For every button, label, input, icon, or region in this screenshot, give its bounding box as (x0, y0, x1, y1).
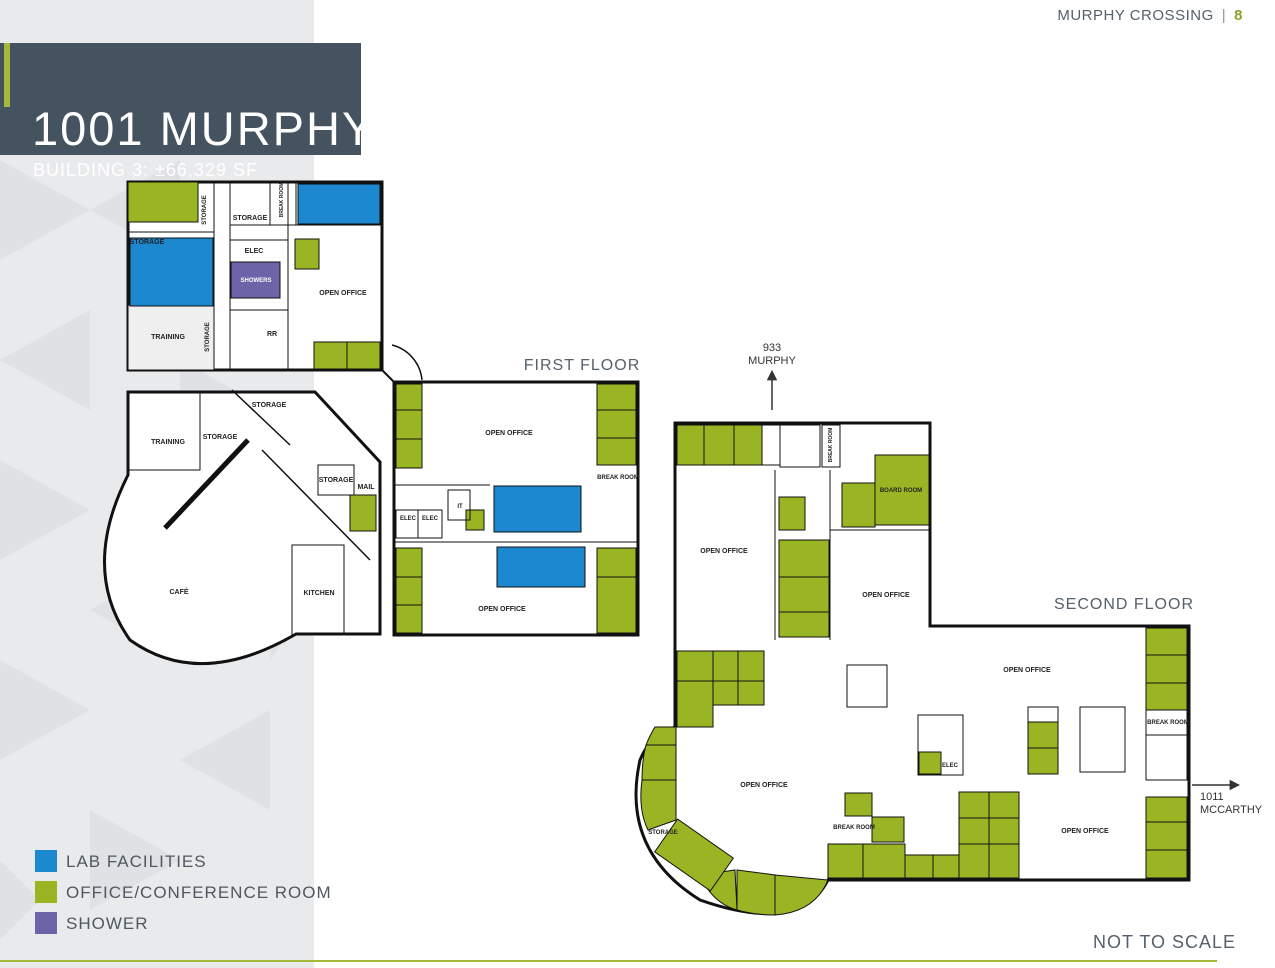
elec-label-1: ELEC (245, 248, 264, 255)
storage-label-vert-1: STORAGE (202, 195, 208, 225)
open-office-label-4: OPEN OFFICE (700, 548, 748, 555)
wall-diagonal-2 (231, 389, 291, 446)
it-label: IT (457, 504, 463, 510)
open-office-label-5: OPEN OFFICE (862, 592, 910, 599)
office-nw (127, 181, 199, 223)
open-office-label-7: OPEN OFFICE (740, 782, 788, 789)
office-rotated (653, 818, 735, 892)
building-subtitle: BUILDING 3: ±66,329 SF (33, 160, 258, 180)
office-small-n (294, 238, 320, 270)
storage-label-1: STORAGE (233, 215, 268, 222)
open-office-label-6: OPEN OFFICE (1003, 667, 1051, 674)
break-room-label-3: BREAK ROOM (1147, 720, 1189, 726)
open-office-label-2: OPEN OFFICE (485, 430, 533, 437)
elec-label-2: ELEC (400, 516, 417, 522)
direction-right-line1: 1011 (1200, 791, 1224, 803)
wall-diagonal-1 (163, 438, 250, 530)
not-to-scale-note: NOT TO SCALE (1093, 932, 1237, 952)
building-title: 1001 MURPHY (32, 102, 376, 155)
kitchen-label: KITCHEN (303, 590, 334, 597)
storage-label-vert-2: STORAGE (205, 322, 211, 352)
second-floor-plan: OPEN OFFICE OPEN OFFICE OPEN OFFICE OPEN… (634, 421, 1191, 916)
legend-label-lab: LAB FACILITIES (66, 852, 207, 871)
direction-up-line2: MURPHY (748, 355, 796, 367)
storage-label-5: STORAGE (319, 477, 354, 484)
first-floor-label: FIRST FLOOR (524, 357, 641, 374)
header-separator: | (1221, 7, 1227, 24)
break-room-label-4: BREAK ROOM (833, 825, 875, 831)
title-accent-bar (4, 43, 10, 107)
storage-label-3: STORAGE (203, 434, 238, 441)
second-floor-label: SECOND FLOOR (1054, 596, 1194, 613)
east-wing-offices (395, 383, 637, 634)
first-floor-plan: TRAINING STORAGE STORAGE ELEC SHOWERS OP… (103, 180, 640, 665)
direction-right-line2: MCCARTHY (1200, 804, 1263, 816)
legend-label-office: OFFICE/CONFERENCE ROOM (66, 883, 332, 902)
storage-label-6: STORAGE (648, 830, 678, 836)
legend-label-shower: SHOWER (66, 914, 149, 933)
connector (381, 369, 395, 383)
open-office-label-8: OPEN OFFICE (1061, 828, 1109, 835)
training-label-2: TRAINING (151, 439, 185, 446)
break-room-label-2: BREAK ROOM (597, 475, 639, 481)
office-swatch (35, 881, 57, 903)
page-number: 8 (1234, 7, 1243, 24)
open-office-label-1: OPEN OFFICE (319, 290, 367, 297)
office-s1 (313, 341, 348, 370)
shower-room (230, 261, 281, 299)
training-label-1: TRAINING (151, 334, 185, 341)
lab-east-2 (496, 546, 586, 588)
office-sw (349, 494, 377, 532)
lab-ne (297, 183, 381, 225)
board-room-label: BOARD ROOM (880, 488, 922, 494)
showers-label: SHOWERS (240, 278, 271, 284)
mail-label: MAIL (357, 484, 375, 491)
open-office-label-3: OPEN OFFICE (478, 606, 526, 613)
direction-up-line1: 933 (763, 342, 781, 354)
storage-room-sw (317, 464, 355, 496)
cafe-label: CAFÉ (169, 587, 188, 596)
lab-nw (129, 237, 214, 307)
elec-label-3: ELEC (422, 516, 439, 522)
storage-label-2: STORAGE (130, 239, 165, 246)
lab-east-1 (493, 485, 582, 533)
page-header: MURPHY CROSSING | 8 (1057, 7, 1243, 24)
storage-label-4: STORAGE (252, 402, 287, 409)
elec-label-4: ELEC (942, 763, 959, 769)
training-room-lower (128, 391, 201, 471)
wall-diagonal-3 (261, 449, 371, 561)
kitchen-room (291, 544, 345, 636)
break-room-label-vert: BREAK ROOM (279, 183, 285, 218)
southwest-wing-outline (103, 390, 382, 665)
rr-label-1: RR (267, 331, 277, 338)
connector-door-arc (391, 344, 423, 381)
office-s2 (346, 341, 381, 370)
project-name: MURPHY CROSSING (1057, 7, 1214, 24)
shower-swatch (35, 912, 57, 934)
break-room-label-vert-2: BREAK ROOM (828, 428, 834, 463)
lab-swatch (35, 850, 57, 872)
bottom-rule (0, 960, 1217, 962)
second-floor-offices (640, 424, 1188, 916)
title-box: 1001 MURPHY BUILDING 3: ±66,329 SF (0, 43, 373, 179)
